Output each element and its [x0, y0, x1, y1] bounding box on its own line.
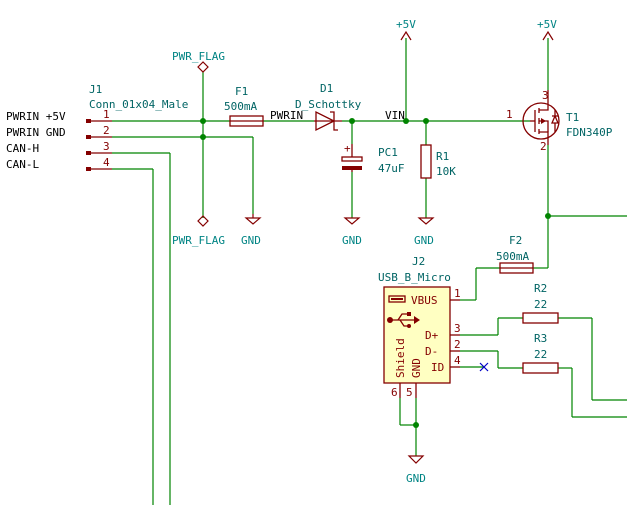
- no-connect-icon: [479, 362, 489, 372]
- t1-ref: T1: [566, 111, 579, 124]
- plus5-right-label: +5V: [537, 18, 557, 31]
- fuse-f2[interactable]: F2 500mA: [496, 234, 534, 274]
- t1-pin-1: 1: [506, 108, 513, 121]
- r2-ref: R2: [534, 282, 547, 295]
- gnd-symbol-r1[interactable]: GND: [414, 217, 435, 247]
- pc1-plus-mark: +: [344, 142, 351, 155]
- j1-pin-4: 4: [103, 156, 110, 169]
- r3-ref: R3: [534, 332, 547, 345]
- r1-value: 10K: [436, 165, 456, 178]
- j2-shield-num: 6: [391, 386, 398, 399]
- junctions: [200, 118, 551, 428]
- fuse-f1[interactable]: F1 500mA: [224, 85, 264, 127]
- j2-pin-name-vbus: VBUS: [411, 294, 438, 307]
- f2-ref: F2: [509, 234, 522, 247]
- j2-value: USB_B_Micro: [378, 271, 451, 284]
- d1-value: D_Schottky: [295, 98, 362, 111]
- r1-ref: R1: [436, 150, 449, 163]
- mosfet-t1[interactable]: 3 1 2 T1 FDN340P: [506, 89, 613, 153]
- power-5v-right[interactable]: +5V: [537, 18, 557, 41]
- j2-gnd-label: GND: [410, 358, 423, 378]
- j2-pin-num-4: 4: [454, 354, 461, 367]
- t1-value: FDN340P: [566, 126, 613, 139]
- j2-pin-num-1: 1: [454, 287, 461, 300]
- junction-dot: [423, 118, 429, 124]
- gnd-r1-label: GND: [414, 234, 434, 247]
- gnd-symbol-cap[interactable]: GND: [342, 217, 362, 247]
- junction-dot: [403, 118, 409, 124]
- gnd-symbol-usb[interactable]: GND: [406, 455, 426, 485]
- f1-ref: F1: [235, 85, 248, 98]
- junction-dot: [349, 118, 355, 124]
- connector-j1[interactable]: J1 Conn_01x04_Male PWRIN +5V PWRIN GND C…: [6, 83, 188, 171]
- j2-pin-name-dminus: D-: [425, 345, 438, 358]
- j1-ref: J1: [89, 83, 102, 96]
- j1-pin-3: 3: [103, 140, 110, 153]
- junction-dot: [200, 134, 206, 140]
- power-5v-left[interactable]: +5V: [396, 18, 416, 41]
- junction-dot: [413, 422, 419, 428]
- resistor-r1[interactable]: R1 10K: [420, 144, 456, 179]
- d1-ref: D1: [320, 82, 333, 95]
- resistor-r2[interactable]: R2 22: [522, 282, 559, 324]
- capacitor-pc1[interactable]: + PC1 47uF: [341, 142, 405, 175]
- t1-pin-2: 2: [540, 140, 547, 153]
- usb-connector-j2[interactable]: J2 USB_B_Micro VBUS D+ D- ID 1 3 2 4 Shi…: [378, 255, 461, 399]
- r3-value: 22: [534, 348, 547, 361]
- j2-pin-num-3: 3: [454, 322, 461, 335]
- pc1-value: 47uF: [378, 162, 405, 175]
- j1-row-label-3: CAN-H: [6, 142, 39, 155]
- j2-ref: J2: [412, 255, 425, 268]
- gnd-cap-label: GND: [342, 234, 362, 247]
- j1-value: Conn_01x04_Male: [89, 98, 188, 111]
- j1-row-label-2: PWRIN GND: [6, 126, 66, 139]
- gnd-j1-label: GND: [241, 234, 261, 247]
- net-label-pwrin: PWRIN: [270, 109, 303, 122]
- gnd-usb-label: GND: [406, 472, 426, 485]
- j1-row-label-4: CAN-L: [6, 158, 39, 171]
- pc1-ref: PC1: [378, 146, 398, 159]
- j2-pin-num-2: 2: [454, 338, 461, 351]
- f1-value: 500mA: [224, 100, 257, 113]
- j2-shield-label: Shield: [394, 338, 407, 378]
- t1-pin-3: 3: [542, 89, 549, 102]
- junction-dot: [545, 213, 551, 219]
- j1-pin-2: 2: [103, 124, 110, 137]
- pwr-flag-bottom[interactable]: PWR_FLAG: [172, 215, 225, 247]
- junction-dot: [200, 118, 206, 124]
- pwr-flag-top-label: PWR_FLAG: [172, 50, 225, 63]
- j2-pin-name-id: ID: [431, 361, 444, 374]
- j2-gnd-num: 5: [406, 386, 413, 399]
- diode-d1[interactable]: D1 D_Schottky: [295, 82, 362, 132]
- f2-value: 500mA: [496, 250, 529, 263]
- resistor-r3[interactable]: R3 22: [522, 332, 559, 374]
- wires: [112, 38, 627, 505]
- j1-pin-1: 1: [103, 108, 110, 121]
- pwr-flag-top[interactable]: PWR_FLAG: [172, 50, 225, 73]
- r2-value: 22: [534, 298, 547, 311]
- pwr-flag-bottom-label: PWR_FLAG: [172, 234, 225, 247]
- plus5-left-label: +5V: [396, 18, 416, 31]
- usb-logo-icon: [387, 295, 420, 328]
- net-label-vin: VIN: [385, 109, 405, 122]
- gnd-symbol-j1[interactable]: GND: [241, 214, 262, 247]
- j2-pin-name-dplus: D+: [425, 329, 439, 342]
- j1-row-label-1: PWRIN +5V: [6, 110, 66, 123]
